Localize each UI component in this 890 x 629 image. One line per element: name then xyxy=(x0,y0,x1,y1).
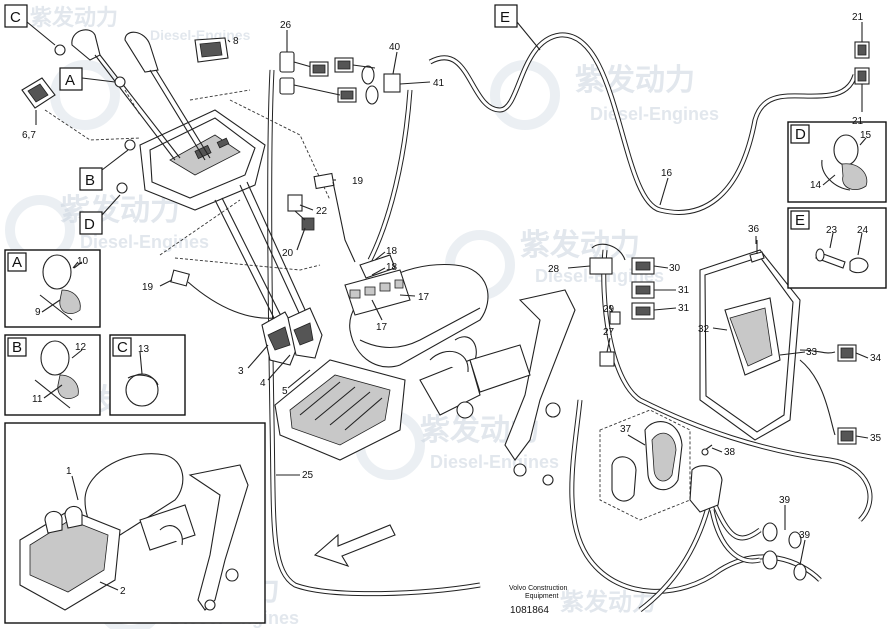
part-label: 18 xyxy=(386,246,398,257)
detail-box-c: C xyxy=(109,334,186,416)
footer-company-sub: Equipment xyxy=(525,593,559,600)
part-label: 40 xyxy=(389,42,401,53)
watermark-text: 紫发动力 xyxy=(30,5,118,30)
part-label: 28 xyxy=(548,264,560,275)
detail-box-d: D xyxy=(787,121,887,203)
part-label: 15 xyxy=(860,130,872,141)
part-label: 21 xyxy=(852,116,864,127)
footer-block: Volvo Construction Equipment 1081864 xyxy=(509,585,567,616)
watermark-text: Diesel-Engines xyxy=(430,452,559,472)
part-label: 24 xyxy=(857,225,869,236)
part-label: 9 xyxy=(35,307,41,318)
right-electrical-group xyxy=(589,41,870,581)
part-label: 39 xyxy=(799,530,811,541)
detail-box-b: B xyxy=(4,334,101,416)
part-label: 18 xyxy=(386,262,398,273)
callout-letter-c: C xyxy=(10,9,21,26)
part-label: 17 xyxy=(418,292,430,303)
detail-letter-a: A xyxy=(12,254,22,271)
left-control-console xyxy=(21,29,331,271)
part-label: 3 xyxy=(238,366,244,377)
part-label: 1 xyxy=(66,466,72,477)
part-label: 30 xyxy=(669,263,681,274)
part-label: 4 xyxy=(260,378,266,389)
part-label: 8 xyxy=(233,36,239,47)
part-label: 11 xyxy=(32,394,43,405)
watermark-text: 紫发动力 xyxy=(575,64,695,97)
part-label: 33 xyxy=(806,347,818,358)
part-label: 29 xyxy=(603,304,615,315)
watermark-text: Diesel-Engines xyxy=(80,232,209,252)
detail-box-1 xyxy=(4,422,266,624)
watermark-text: Diesel-Engines xyxy=(590,104,719,124)
detail-letter-b: B xyxy=(12,339,22,356)
callout-letter-b: B xyxy=(85,172,95,189)
seat-console-assembly xyxy=(214,181,576,486)
letter-callouts: C A B D E xyxy=(4,4,541,235)
part-label: 27 xyxy=(603,327,615,338)
part-label: 35 xyxy=(870,433,882,444)
part-number-labels: 8 6,7 26 40 41 21 21 16 19 22 20 19 18 1… xyxy=(22,12,882,597)
part-label: 2 xyxy=(120,586,126,597)
detail-letter-e: E xyxy=(795,212,805,229)
part-label: 12 xyxy=(75,342,87,353)
top-connectors xyxy=(279,51,401,105)
part-label: 26 xyxy=(280,20,292,31)
leader-lines xyxy=(35,22,869,591)
watermark-text: 紫发动力 xyxy=(520,229,640,262)
part-label: 31 xyxy=(678,303,690,314)
callout-letter-d: D xyxy=(84,216,95,233)
detail-letter-d: D xyxy=(795,126,806,143)
watermark-text: 紫发动力 xyxy=(560,588,656,616)
direction-arrow xyxy=(313,524,396,567)
footer-company: Volvo Construction xyxy=(509,585,567,592)
part-label: 19 xyxy=(352,176,364,187)
part-label: 31 xyxy=(678,285,690,296)
part-label: 37 xyxy=(620,424,632,435)
part-label: 38 xyxy=(724,447,736,458)
part-label: 14 xyxy=(810,180,822,191)
callout-letter-a: A xyxy=(65,72,75,89)
watermark-text: 紫发动力 xyxy=(60,194,180,227)
main-cable-harness xyxy=(267,32,873,612)
small-connectors xyxy=(170,172,356,319)
part-label: 39 xyxy=(779,495,791,506)
part-label: 25 xyxy=(302,470,314,481)
detail-letter-c: C xyxy=(117,339,128,356)
part-label: 10 xyxy=(77,256,89,267)
part-label: 41 xyxy=(433,78,445,89)
part-label: 36 xyxy=(748,224,760,235)
part-label: 5 xyxy=(282,386,288,397)
part-label: 32 xyxy=(698,324,710,335)
detail-box-e: E xyxy=(787,207,887,289)
part-label: 6,7 xyxy=(22,130,36,141)
part-label: 16 xyxy=(661,168,673,179)
part-label: 17 xyxy=(376,322,388,333)
part-label: 22 xyxy=(316,206,328,217)
part-label: 34 xyxy=(870,353,882,364)
callout-letter-e: E xyxy=(500,9,510,26)
part-label: 21 xyxy=(852,12,864,23)
part-label: 20 xyxy=(282,248,294,259)
part-label: 13 xyxy=(138,344,150,355)
part-label: 19 xyxy=(142,282,154,293)
detail-box-a: A xyxy=(4,249,101,328)
footer-doc-number: 1081864 xyxy=(510,605,549,616)
part-label: 23 xyxy=(826,225,838,236)
